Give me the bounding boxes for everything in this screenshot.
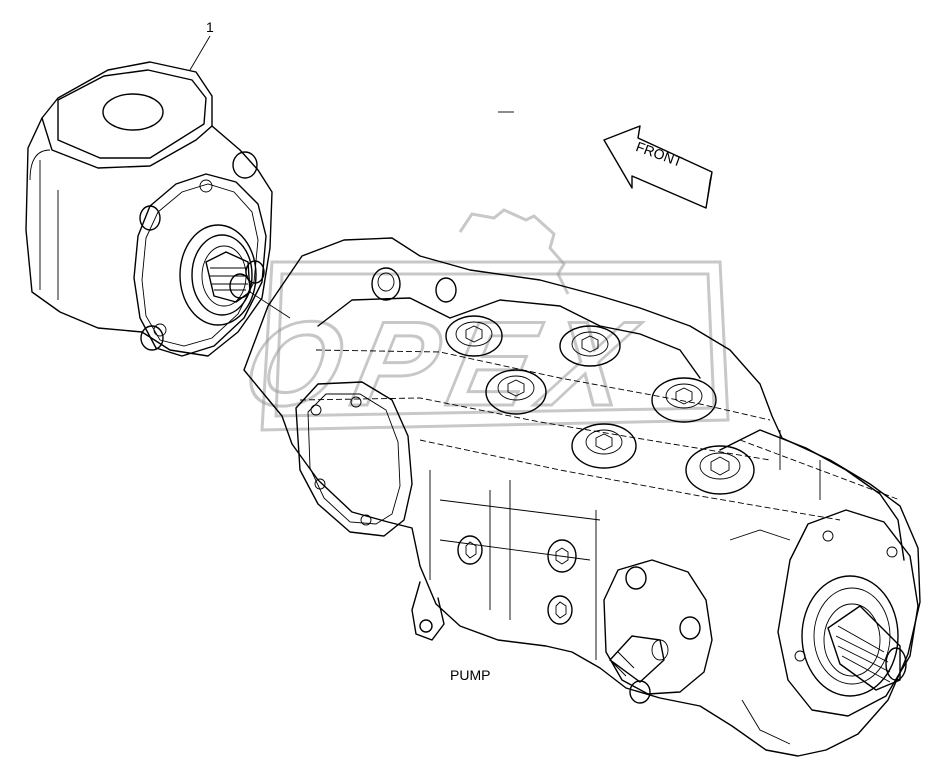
bolt-head [547,539,577,573]
port-plug [685,445,755,495]
bolt-head [679,616,701,640]
bolt-head [232,151,258,179]
tandem-pump-assembly [243,237,921,757]
alignment-line [249,291,291,319]
assembly-label: PUMP [450,667,490,683]
front-direction-arrow: FRONT [603,125,713,209]
front-shaft [609,635,665,683]
callout-number: 1 [206,19,214,35]
top-port-circle [102,93,164,131]
port-plug [571,423,637,469]
left-end-cover [295,381,413,537]
bolt-head [435,277,457,303]
bolt-head [629,680,651,704]
watermark-logo: OPEX [232,208,730,432]
rear-splined-shaft [827,605,901,691]
rear-pump-housing [719,429,905,561]
bolt-head [625,566,647,590]
splined-shaft [205,251,251,303]
rear-pump-flange [777,509,919,717]
front-pump-flange [603,559,713,695]
port-plug [485,369,547,415]
port-plug [559,325,621,367]
gear-pump-part-1: 1 [25,19,273,357]
front-arrow-label: FRONT [634,138,685,170]
bolt-head [547,595,573,625]
lifting-bracket [411,581,445,641]
bolt-head [371,267,401,301]
bolt-head [139,205,161,231]
bolt-head [457,535,483,565]
port-plug [651,377,717,423]
port-plug [445,315,503,357]
